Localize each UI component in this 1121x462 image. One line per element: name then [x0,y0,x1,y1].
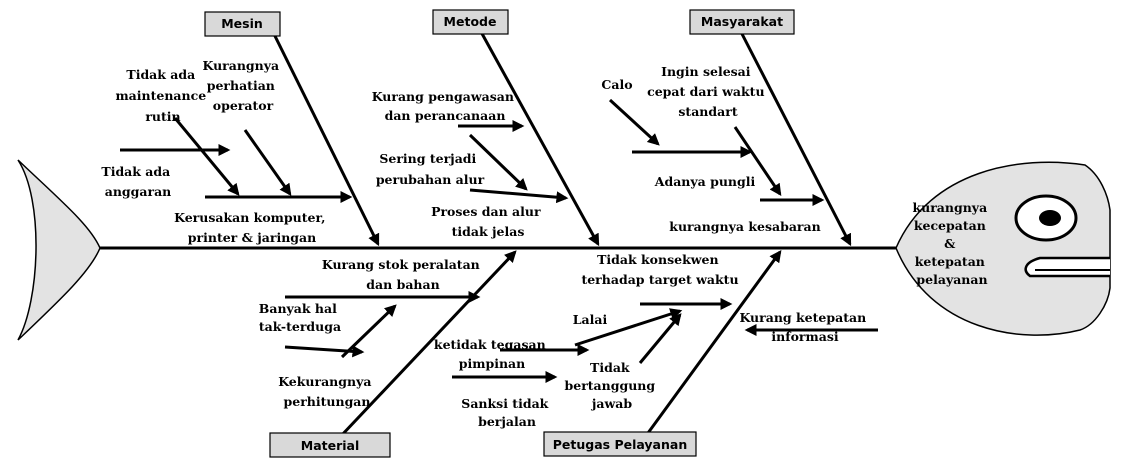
arrow-sering-terjadi [468,133,528,191]
cause-sanksi-tidak: Sanksi tidak berjalan [461,396,552,429]
cause-ingin-selesai: Ingin selesai cepat dari waktu standart [647,64,769,119]
category-petugas-label: Petugas Pelayanan [553,437,687,452]
cause-ketidak-tegasan: ketidak tegasan pimpinan [434,337,550,371]
bone-material [338,250,517,439]
arrow-calo [608,98,660,146]
fish-eye-pupil [1039,210,1061,226]
category-masyarakat: Masyarakat [689,9,795,35]
category-metode: Metode [432,9,509,35]
cause-kurangnya-perhatian: Kurangnya perhatian operator [202,58,283,113]
cause-kurang-stok: Kurang stok peralatan dan bahan [322,257,484,292]
bone-petugas [646,250,782,434]
fish-mouth [1024,256,1110,278]
cause-kurang-pengawasan: Kurang pengawasan dan perancanaan [372,89,519,123]
bone-metode [478,29,600,247]
cause-tidak-ada-anggaran: Tidak ada anggaran [101,164,174,199]
cause-kurangnya-kesabaran: kurangnya kesabaran [669,219,820,234]
bone-masyarakat [738,29,852,247]
arrow-adanya-pungli [733,126,782,196]
category-material: Material [269,432,391,458]
arrow-banyak-hal [340,304,397,359]
cause-kekurangnya-perhitungan: Kekurangnya perhitungan [278,374,376,409]
category-masyarakat-label: Masyarakat [701,14,783,29]
category-mesin: Mesin [204,11,281,37]
cause-tidak-bertanggung: Tidak bertanggung jawab [565,360,660,411]
cause-tidak-konsekwen: Tidak konsekwen terhadap target waktu [581,252,738,287]
effect-label: kurangnya kecepatan & ketepatan pelayana… [912,200,991,287]
fish-tail [17,159,101,341]
category-metode-label: Metode [444,14,497,29]
arrow-proses-alur [469,188,569,204]
cause-kurang-ketepatan: Kurang ketepatan informasi [739,310,870,344]
arrow-kurangnya-perhatian [243,129,292,196]
fish-head [895,161,1111,336]
category-petugas: Petugas Pelayanan [543,431,697,457]
cause-adanya-pungli: Adanya pungli [654,174,756,189]
arrow-lalai [574,308,683,347]
cause-kerusakan-komputer: Kerusakan komputer, printer & jaringan [174,210,330,245]
cause-lalai: Lalai [573,312,608,327]
cause-sering-terjadi: Sering terjadi perubahan alur [376,151,485,187]
category-mesin-label: Mesin [221,16,263,31]
bone-mesin [270,29,380,247]
category-material-label: Material [301,438,360,453]
cause-calo: Calo [601,77,632,92]
cause-banyak-hal: Banyak hal tak-terduga [259,301,341,334]
cause-proses-alur: Proses dan alur tidak jelas [431,204,545,239]
cause-tidak-ada-maintenance: Tidak ada maintenance rutin [115,67,210,124]
arrow-tidak-bertanggung [638,313,682,364]
arrow-kekurangnya-perhitungan [284,345,365,358]
arrow-tidak-ada-maintenance [173,117,240,196]
